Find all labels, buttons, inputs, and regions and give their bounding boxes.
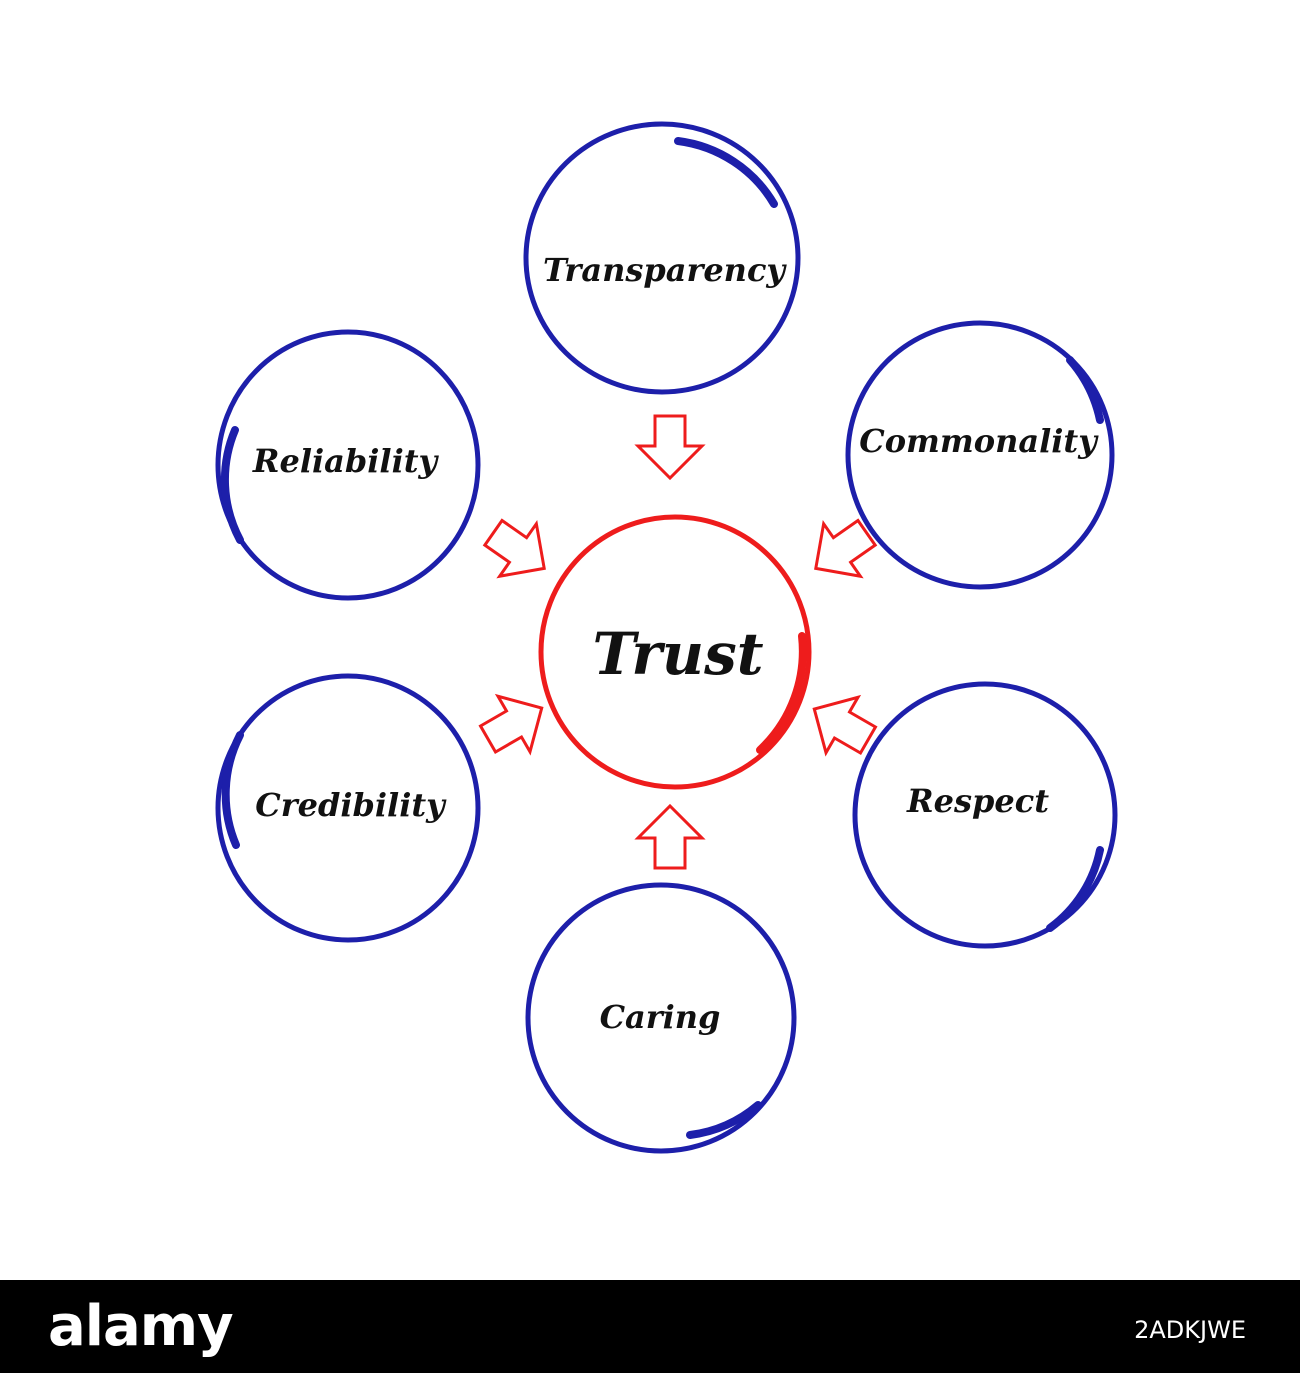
arrow-from-transparency <box>636 414 704 480</box>
node-label: Caring <box>600 998 721 1036</box>
node-label: Transparency <box>543 251 787 289</box>
node-label: Credibility <box>255 786 447 824</box>
node-circle-accent <box>1046 846 1104 932</box>
node-transparency: Transparency <box>523 121 801 395</box>
image-id: 2ADKJWE <box>1134 1316 1246 1344</box>
center-label: Trust <box>592 620 763 688</box>
node-label: Respect <box>906 782 1049 820</box>
node-circle <box>845 320 1115 590</box>
node-circle-accent <box>686 1101 762 1139</box>
node-respect: Respect <box>852 681 1118 949</box>
node-circle <box>852 681 1118 949</box>
node-circle-accent <box>674 137 778 208</box>
arrow-from-commonality <box>795 505 887 597</box>
center-circle-accent <box>756 632 807 754</box>
node-circle-accent <box>1066 356 1104 424</box>
node-label: Reliability <box>252 442 440 480</box>
node-circle <box>523 121 801 395</box>
trust-diagram: Trust Transparency Commonality Respect C… <box>215 121 1118 1154</box>
center-node: Trust <box>538 514 812 790</box>
watermark-bar: alamy 2ADKJWE <box>0 1280 1300 1373</box>
node-commonality: Commonality <box>845 320 1115 590</box>
node-circle <box>215 673 481 943</box>
center-circle <box>538 514 812 790</box>
arrow-from-caring <box>636 804 704 870</box>
node-circle-accent <box>220 426 244 544</box>
node-circle <box>215 329 481 601</box>
node-caring: Caring <box>525 882 797 1154</box>
node-reliability: Reliability <box>215 329 481 601</box>
node-label: Commonality <box>859 422 1099 460</box>
node-credibility: Credibility <box>215 673 481 943</box>
node-circle <box>525 882 797 1154</box>
arrow-from-reliability <box>473 505 565 597</box>
node-circle-accent <box>221 731 244 849</box>
alamy-logo: alamy <box>48 1294 234 1359</box>
